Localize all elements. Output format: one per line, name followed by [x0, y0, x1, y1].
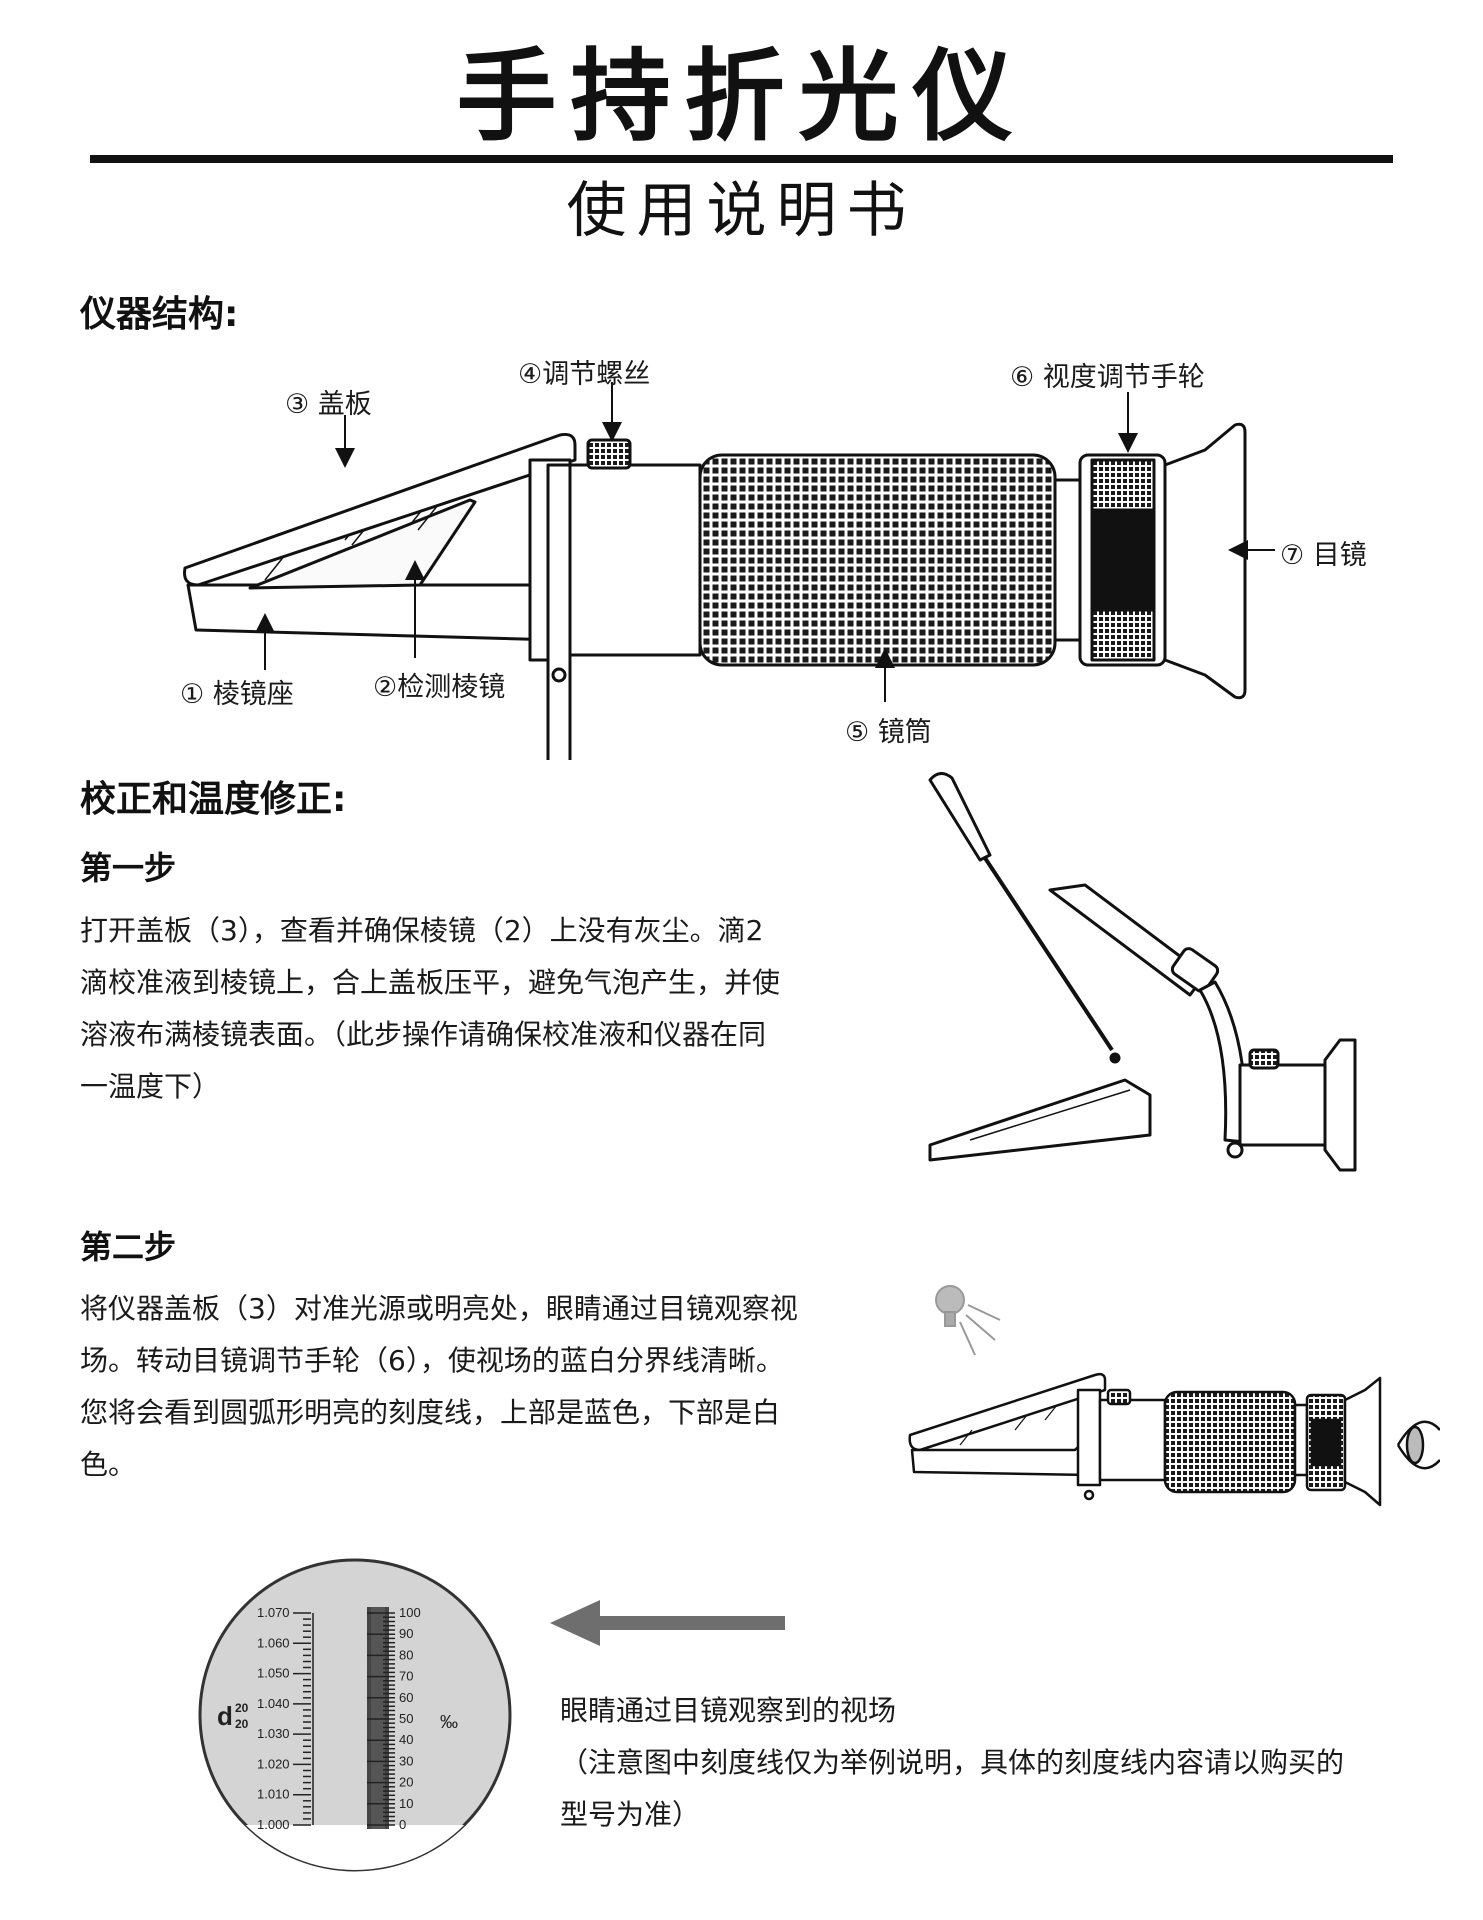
calibration-heading: 校正和温度修正: [80, 779, 347, 820]
label-cover-plate: ③ 盖板 [285, 389, 372, 420]
scale-left-label: 1.050 [257, 1666, 290, 1681]
light-bulb-icon [935, 1285, 1001, 1356]
step2-line: 色。 [80, 1448, 137, 1481]
scale-left-label: 1.070 [257, 1605, 290, 1620]
scale-right-label: 50 [399, 1711, 413, 1726]
caption-line2: （注意图中刻度线仅为举例说明，具体的刻度线内容请以购买的 [560, 1746, 1345, 1779]
step1-text: 打开盖板（3），查看并确保棱镜（2）上没有灰尘。滴2 滴校准液到棱镜上，合上盖板… [80, 905, 900, 1113]
density-label-sub: 20 [235, 1717, 249, 1731]
caption-line1: 眼睛通过目镜观察到的视场 [560, 1694, 897, 1727]
label-detection-prism: ②检测棱镜 [373, 672, 506, 703]
scale-right-label: 60 [399, 1690, 413, 1705]
scale-right-label: 20 [399, 1775, 413, 1790]
viewing-illustration [908, 1285, 1440, 1507]
label-adjust-screw: ④调节螺丝 [518, 359, 651, 390]
scale-right-label: 90 [399, 1626, 413, 1641]
dropper-illustration [928, 772, 1357, 1172]
step1-line: 打开盖板（3），查看并确保棱镜（2）上没有灰尘。滴2 [80, 914, 764, 947]
knurled-barrel [698, 453, 1057, 667]
scale-view: d 20 20 ‰ 1.070 1.060 1.050 1.040 1.030 1.020… [198, 1558, 512, 1872]
step1-line: 溶液布满棱镜表面。（此步操作请确保校准液和仪器在同 [80, 1018, 767, 1051]
step2-line: 您将会看到圆弧形明亮的刻度线，上部是蓝色，下部是白 [80, 1396, 781, 1429]
scale-right-label: 0 [399, 1817, 406, 1832]
density-label-sup: 20 [235, 1701, 249, 1715]
label-eyepiece: ⑦ 目镜 [1280, 540, 1367, 571]
scale-right-label: 80 [399, 1647, 413, 1662]
scale-caption: 眼睛通过目镜观察到的视场 （注意图中刻度线仅为举例说明，具体的刻度线内容请以购买… [560, 1685, 1440, 1841]
step2-line: 将仪器盖板（3）对准光源或明亮处，眼睛通过目镜观察视 [80, 1292, 798, 1325]
refractometer-diagram [183, 382, 1275, 760]
step1-line: 一温度下） [80, 1070, 221, 1103]
step1-line: 滴校准液到棱镜上，合上盖板压平，避免气泡产生，并使 [80, 966, 781, 999]
scale-left-labels: 1.070 1.060 1.050 1.040 1.030 1.020 1.010 1.000 [257, 1605, 290, 1832]
scale-left-label: 1.030 [257, 1726, 290, 1741]
scale-right-label: 40 [399, 1732, 413, 1747]
cover-plate [183, 433, 577, 587]
body-tube [568, 463, 702, 657]
scale-left-label: 1.020 [257, 1756, 290, 1771]
per-mille-unit: ‰ [440, 1712, 458, 1732]
scale-left-label: 1.040 [257, 1696, 290, 1711]
scale-right-label: 100 [399, 1605, 421, 1620]
caption-line3: 型号为准） [560, 1798, 701, 1831]
document-title: 手持折光仪 [456, 38, 1027, 155]
density-label: d [217, 1701, 233, 1731]
scale-left-label: 1.010 [257, 1787, 290, 1802]
eyepiece [1163, 422, 1247, 700]
eye-icon [1396, 1420, 1440, 1470]
label-body-tube: ⑤ 镜筒 [845, 717, 932, 748]
label-focus-wheel: ⑥ 视度调节手轮 [1010, 362, 1205, 393]
step1-title: 第一步 [80, 849, 177, 887]
step2-line: 场。转动目镜调节手轮（6），使视场的蓝白分界线清晰。 [80, 1344, 784, 1377]
adjust-screw [586, 438, 632, 470]
step2-text: 将仪器盖板（3）对准光源或明亮处，眼睛通过目镜观察视 场。转动目镜调节手轮（6）… [80, 1283, 910, 1491]
scale-ticks [293, 1612, 395, 1826]
scale-right-label: 30 [399, 1753, 413, 1768]
scale-right-label: 70 [399, 1669, 413, 1684]
document-subtitle: 使用说明书 [566, 176, 917, 246]
title-rule [90, 155, 1393, 163]
scale-right-label: 10 [399, 1796, 413, 1811]
step2-title: 第二步 [80, 1228, 177, 1266]
label-prism-base: ① 棱镜座 [180, 679, 294, 710]
view-arrow-icon [550, 1600, 785, 1646]
scale-left-label: 1.060 [257, 1635, 290, 1650]
scale-left-label: 1.000 [257, 1817, 290, 1832]
structure-heading: 仪器结构: [80, 294, 239, 335]
